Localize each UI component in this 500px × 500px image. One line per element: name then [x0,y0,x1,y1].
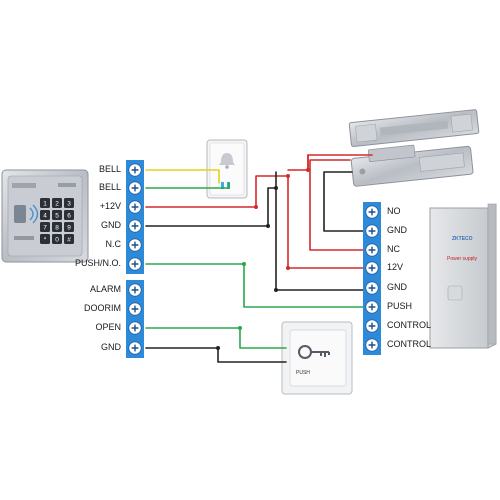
keypad-key [64,198,74,208]
wire-gnd [145,187,371,291]
wire-push-no [145,263,371,308]
keypad-key [40,198,50,208]
terminal-screw [365,281,379,295]
keypad-key-label: * [44,236,47,243]
keypad-key-label: 2 [55,200,59,207]
terminal-label: DOORIM [84,303,121,313]
keypad-key-label: 7 [43,224,47,231]
terminal-label: 12V [387,262,404,272]
power-supply-title: Power supply [447,256,478,262]
terminal-screw [365,205,379,219]
keypad-key-label: 5 [55,212,59,219]
terminal-screw [128,200,142,214]
wire-junctions [216,168,310,350]
terminal-label: BELL [98,182,121,192]
terminal-screw [365,300,379,314]
terminal-screw [128,283,142,297]
terminal-screw [365,338,379,352]
wire-nc [309,159,371,251]
wire-bell-2 [145,182,230,189]
terminal-label: NO [387,206,401,216]
terminal-screw [128,321,142,335]
terminal-block [363,202,381,355]
key-icon [298,345,330,359]
card-reader-icon [14,204,39,224]
terminal-label: +12V [99,201,121,211]
terminal-label: CONTROL [387,320,432,330]
keypad-key-label: 8 [55,224,59,231]
keypad-key [40,210,50,220]
keypad-key-label: 4 [43,212,47,219]
terminal-label: GND [387,225,407,235]
terminal-block [126,160,144,274]
keypad-key [64,234,74,244]
left-terminal-strip [126,160,144,358]
terminal-screw [128,181,142,195]
access-keypad: 1 2 3 4 5 6 7 8 9 * 0 # [1,169,89,263]
keypad-key [52,234,62,244]
terminal-screw [128,238,142,252]
magnetic-lock [348,109,480,148]
terminal-block [126,280,144,358]
power-supply-box [429,203,497,349]
keypad-key [52,198,62,208]
exit-button [281,321,353,395]
terminal-label: GND [101,220,121,230]
exit-button-label: PUSH [296,370,310,376]
wire-gnd-mid [323,171,371,232]
keypad-key-label: # [67,236,71,243]
terminal-label: NC [387,244,400,254]
terminal-label: OPEN [95,322,121,332]
terminal-label: CONTROL [387,339,432,349]
wires [145,154,373,363]
terminal-label: PUSH/N.O. [74,258,121,268]
terminal-label: ALARM [89,284,121,294]
keypad-key [40,222,50,232]
terminal-label: GND [101,342,121,352]
terminal-label: GND [387,282,407,292]
terminal-screw [365,224,379,238]
keypad-key-label: 3 [67,200,71,207]
power-supply-brand: ZKTECO [452,236,473,242]
terminal-screw [128,219,142,233]
keypad-key-label: 0 [55,236,59,243]
terminal-label: PUSH [387,301,413,311]
keypad-key [64,210,74,220]
electric-bolt-lock [350,144,474,187]
keypad-key-label: 9 [67,224,71,231]
terminal-screw [365,261,379,275]
keypad-key [52,222,62,232]
wire-gnd-lower [145,347,287,363]
keypad-key [40,234,50,244]
wire-open [145,327,287,349]
bell-icon [219,153,235,169]
wire-bell-1 [145,169,220,184]
keypad-key [64,222,74,232]
terminal-screw [128,163,142,177]
terminal-screw [365,243,379,257]
right-terminal-strip [363,202,381,355]
terminal-screw [128,257,142,271]
keypad-key [52,210,62,220]
terminal-label: BELL [98,164,121,174]
door-bell [206,139,248,199]
terminal-label: N.C [105,239,122,249]
keypad-key-label: 6 [67,212,71,219]
keypad-keys: 1 2 3 4 5 6 7 8 9 * 0 # [40,198,74,244]
terminal-screw [128,302,142,316]
wire-12v [145,175,371,269]
terminal-screw [365,319,379,333]
terminal-screw [128,341,142,355]
keypad-key-label: 1 [43,200,47,207]
